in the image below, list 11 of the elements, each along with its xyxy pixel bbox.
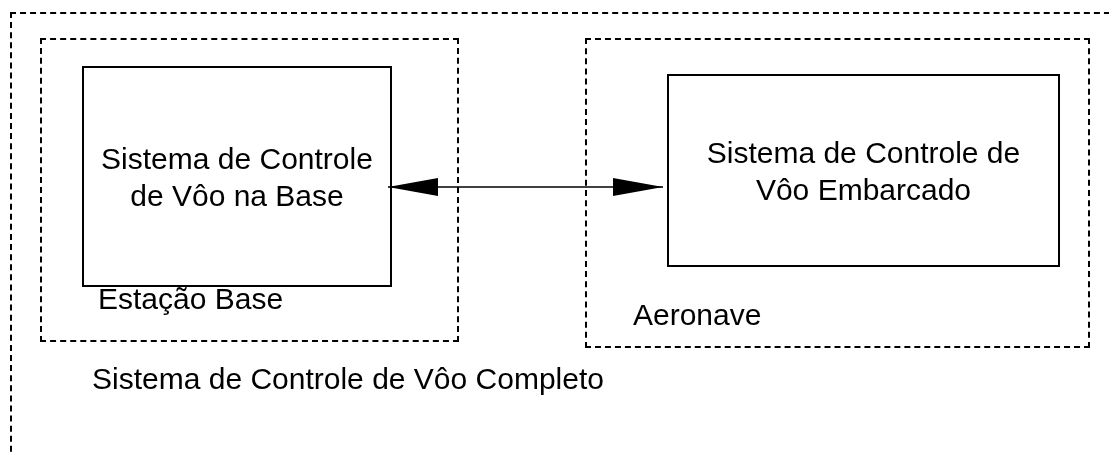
box-text: Sistema de Controle de Vôo na Base <box>100 140 374 214</box>
group-label: Sistema de Controle de Vôo Completo <box>92 364 604 394</box>
double-arrow <box>387 178 664 196</box>
group-label: Estação Base <box>98 284 284 314</box>
dashed-group-frame <box>10 12 1109 454</box>
dashed-group-frame <box>40 38 459 342</box>
system-box <box>667 74 1060 267</box>
system-box <box>82 66 392 287</box>
box-text: Sistema de Controle de Vôo Embarcado <box>705 134 1022 208</box>
group-label: Aeronave <box>633 300 762 330</box>
dashed-group-frame <box>585 38 1090 348</box>
